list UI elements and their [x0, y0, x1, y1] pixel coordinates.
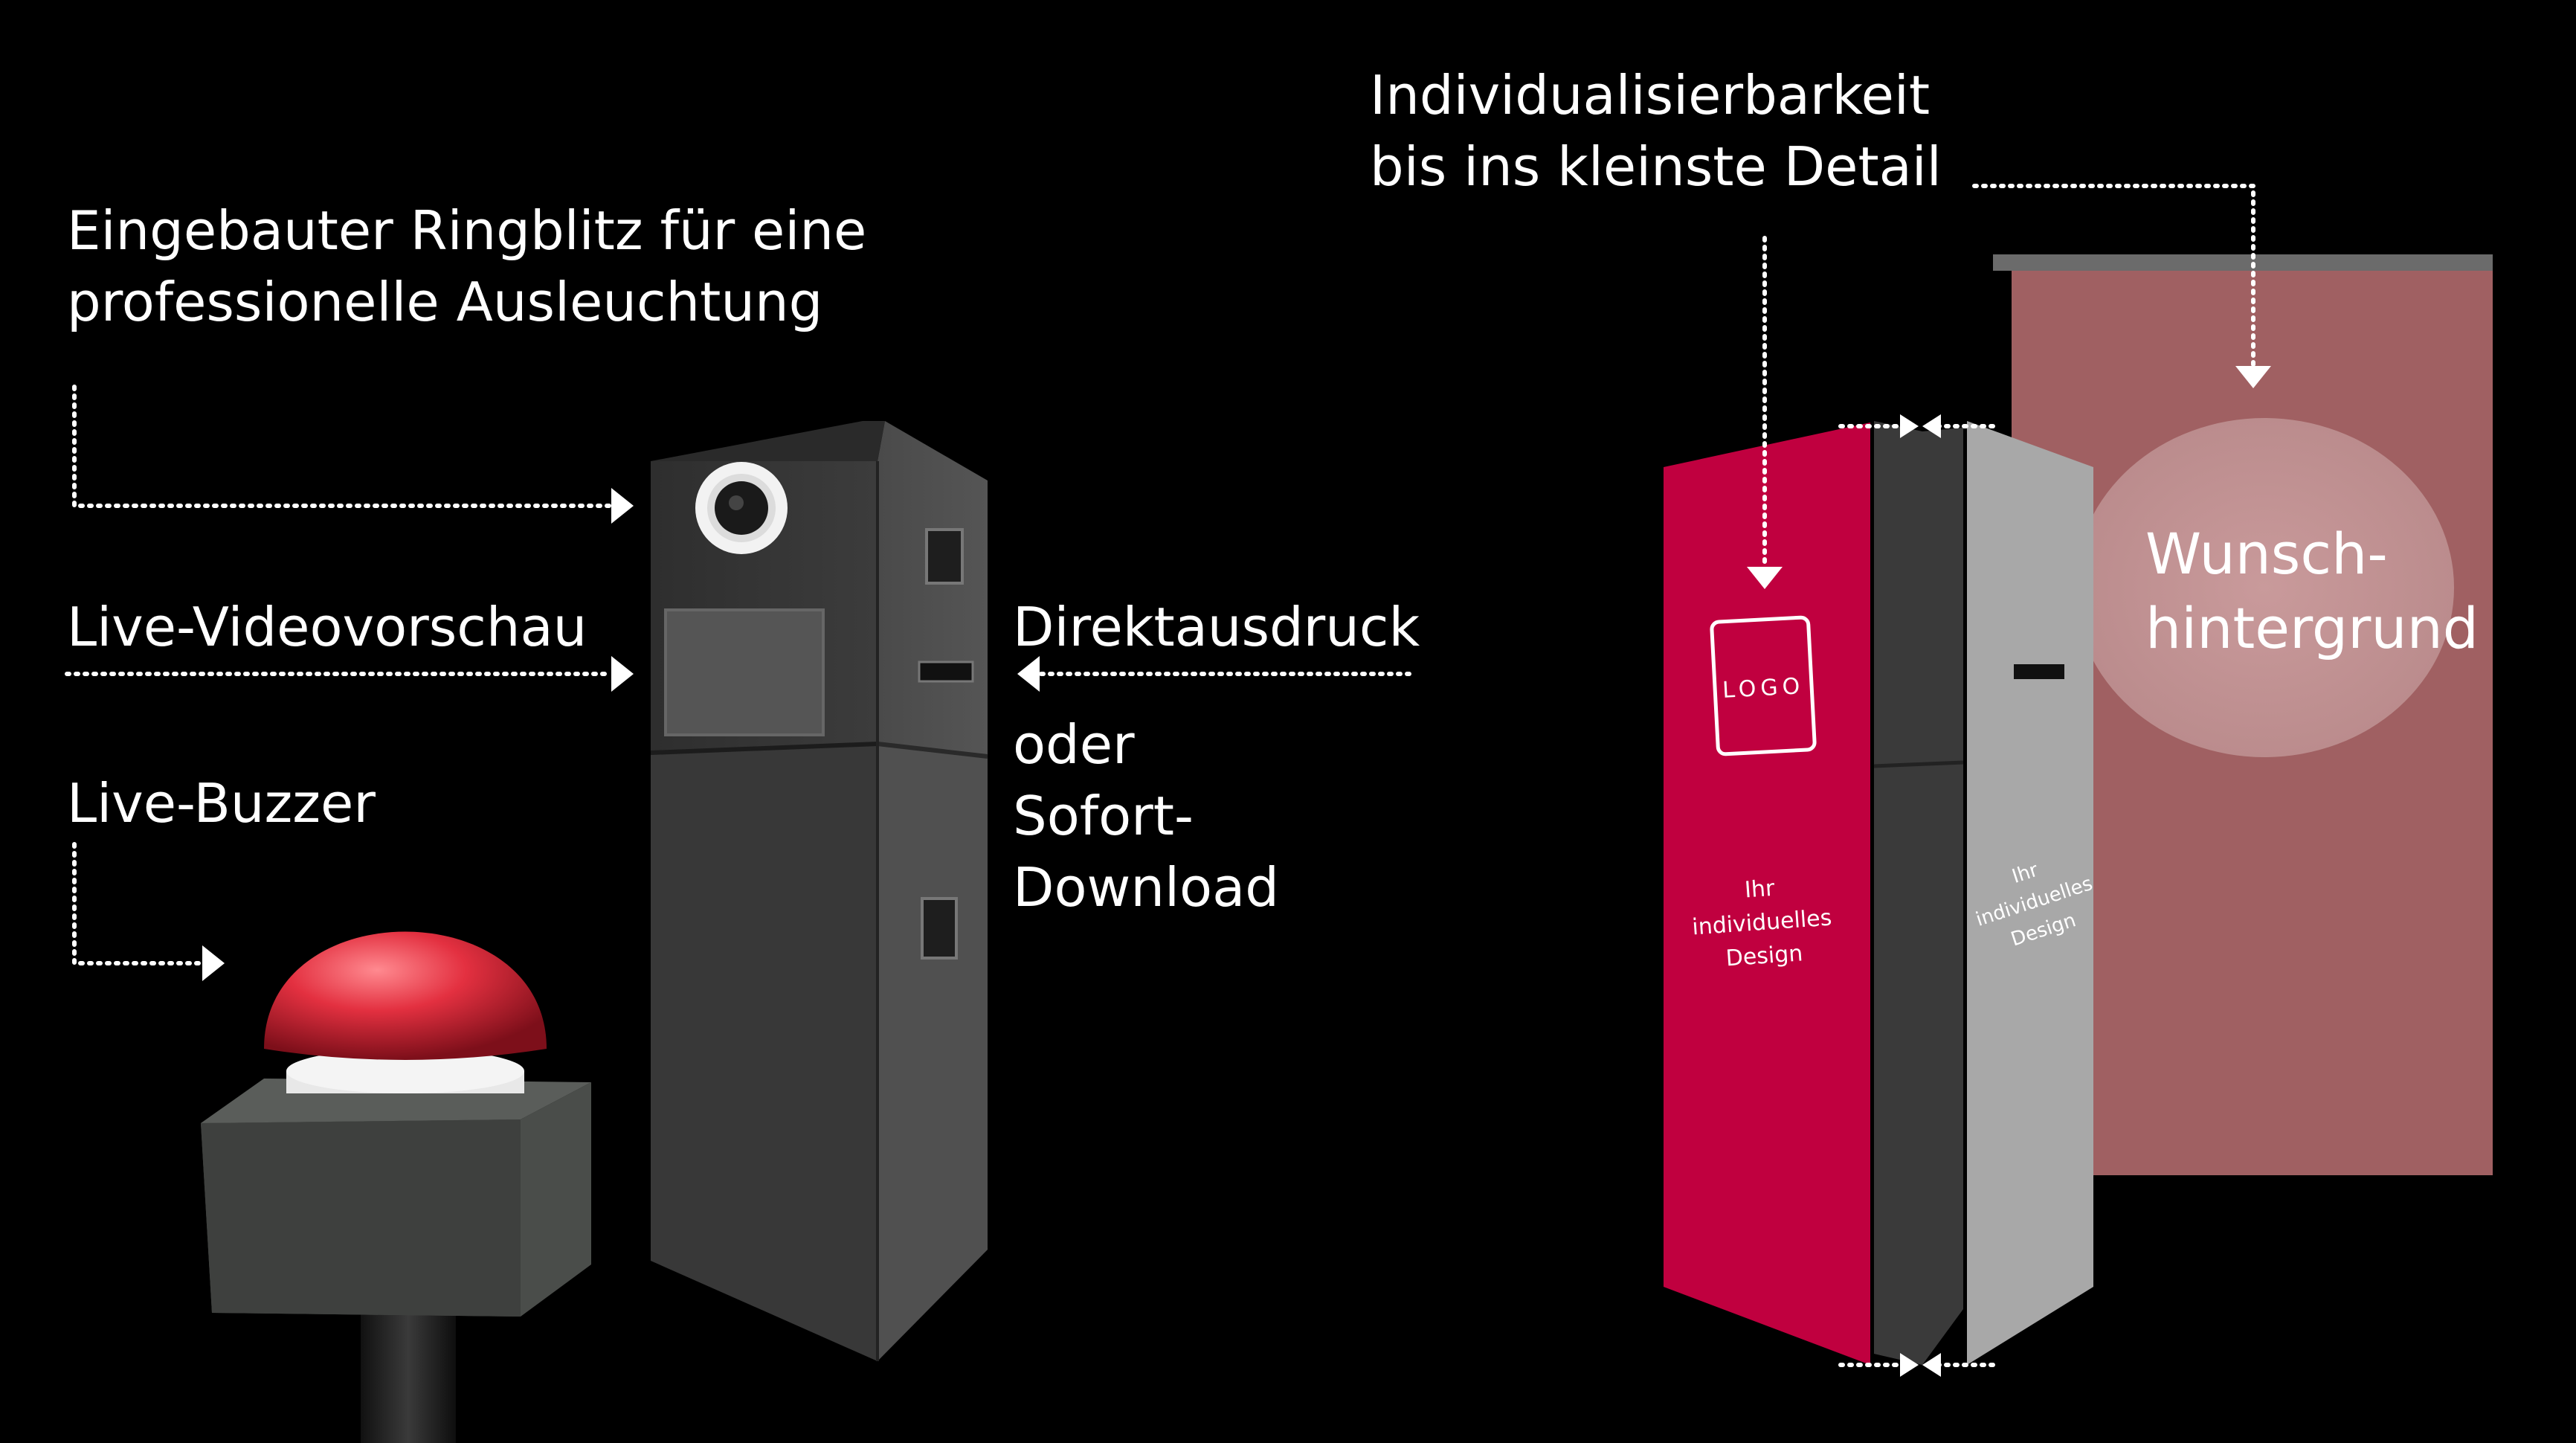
video-preview-screen: [664, 608, 825, 736]
logo-text: LOGO: [1722, 673, 1805, 704]
pointer-lines: [65, 184, 2255, 1367]
photo-booth: [650, 421, 988, 1361]
svg-text:Design: Design: [1725, 940, 1804, 971]
print-slot: [918, 661, 974, 683]
lower-side-port: [921, 897, 958, 960]
svg-text:Ihr: Ihr: [1744, 875, 1776, 904]
custom-print-slot: [2014, 664, 2064, 679]
buzzer-pole: [361, 1294, 456, 1443]
video-preview-label: Live-Videovorschau: [67, 596, 587, 658]
customization-label: Individualisierbarkeit bis ins kleinste …: [1370, 64, 1942, 198]
live-buzzer: [201, 931, 591, 1443]
print-download-label: Direktausdruck oder Sofort- Download: [1013, 596, 1420, 919]
buzzer-dome: [264, 931, 547, 1060]
custom-booth-core: [1874, 421, 1963, 1365]
booth-top-cap: [651, 421, 885, 461]
ring-flash-label: Eingebauter Ringblitz für eine professio…: [67, 199, 867, 333]
booth-lower-front: [651, 744, 878, 1361]
booth-lower-side: [878, 744, 988, 1361]
logo-box: [1710, 615, 1817, 756]
pointer-arrowheads: [202, 366, 2271, 1377]
backdrop-highlight-ellipse: [2075, 418, 2454, 757]
red-front-panel: [1664, 422, 1870, 1365]
ring-flash: [695, 462, 788, 554]
buzzer-label: Live-Buzzer: [67, 772, 376, 835]
booth-top-side: [878, 421, 988, 756]
backdrop-label: Wunsch- hintergrund: [2145, 521, 2479, 661]
card-reader-slot: [925, 528, 964, 585]
grey-side-panel: [1967, 421, 2093, 1365]
